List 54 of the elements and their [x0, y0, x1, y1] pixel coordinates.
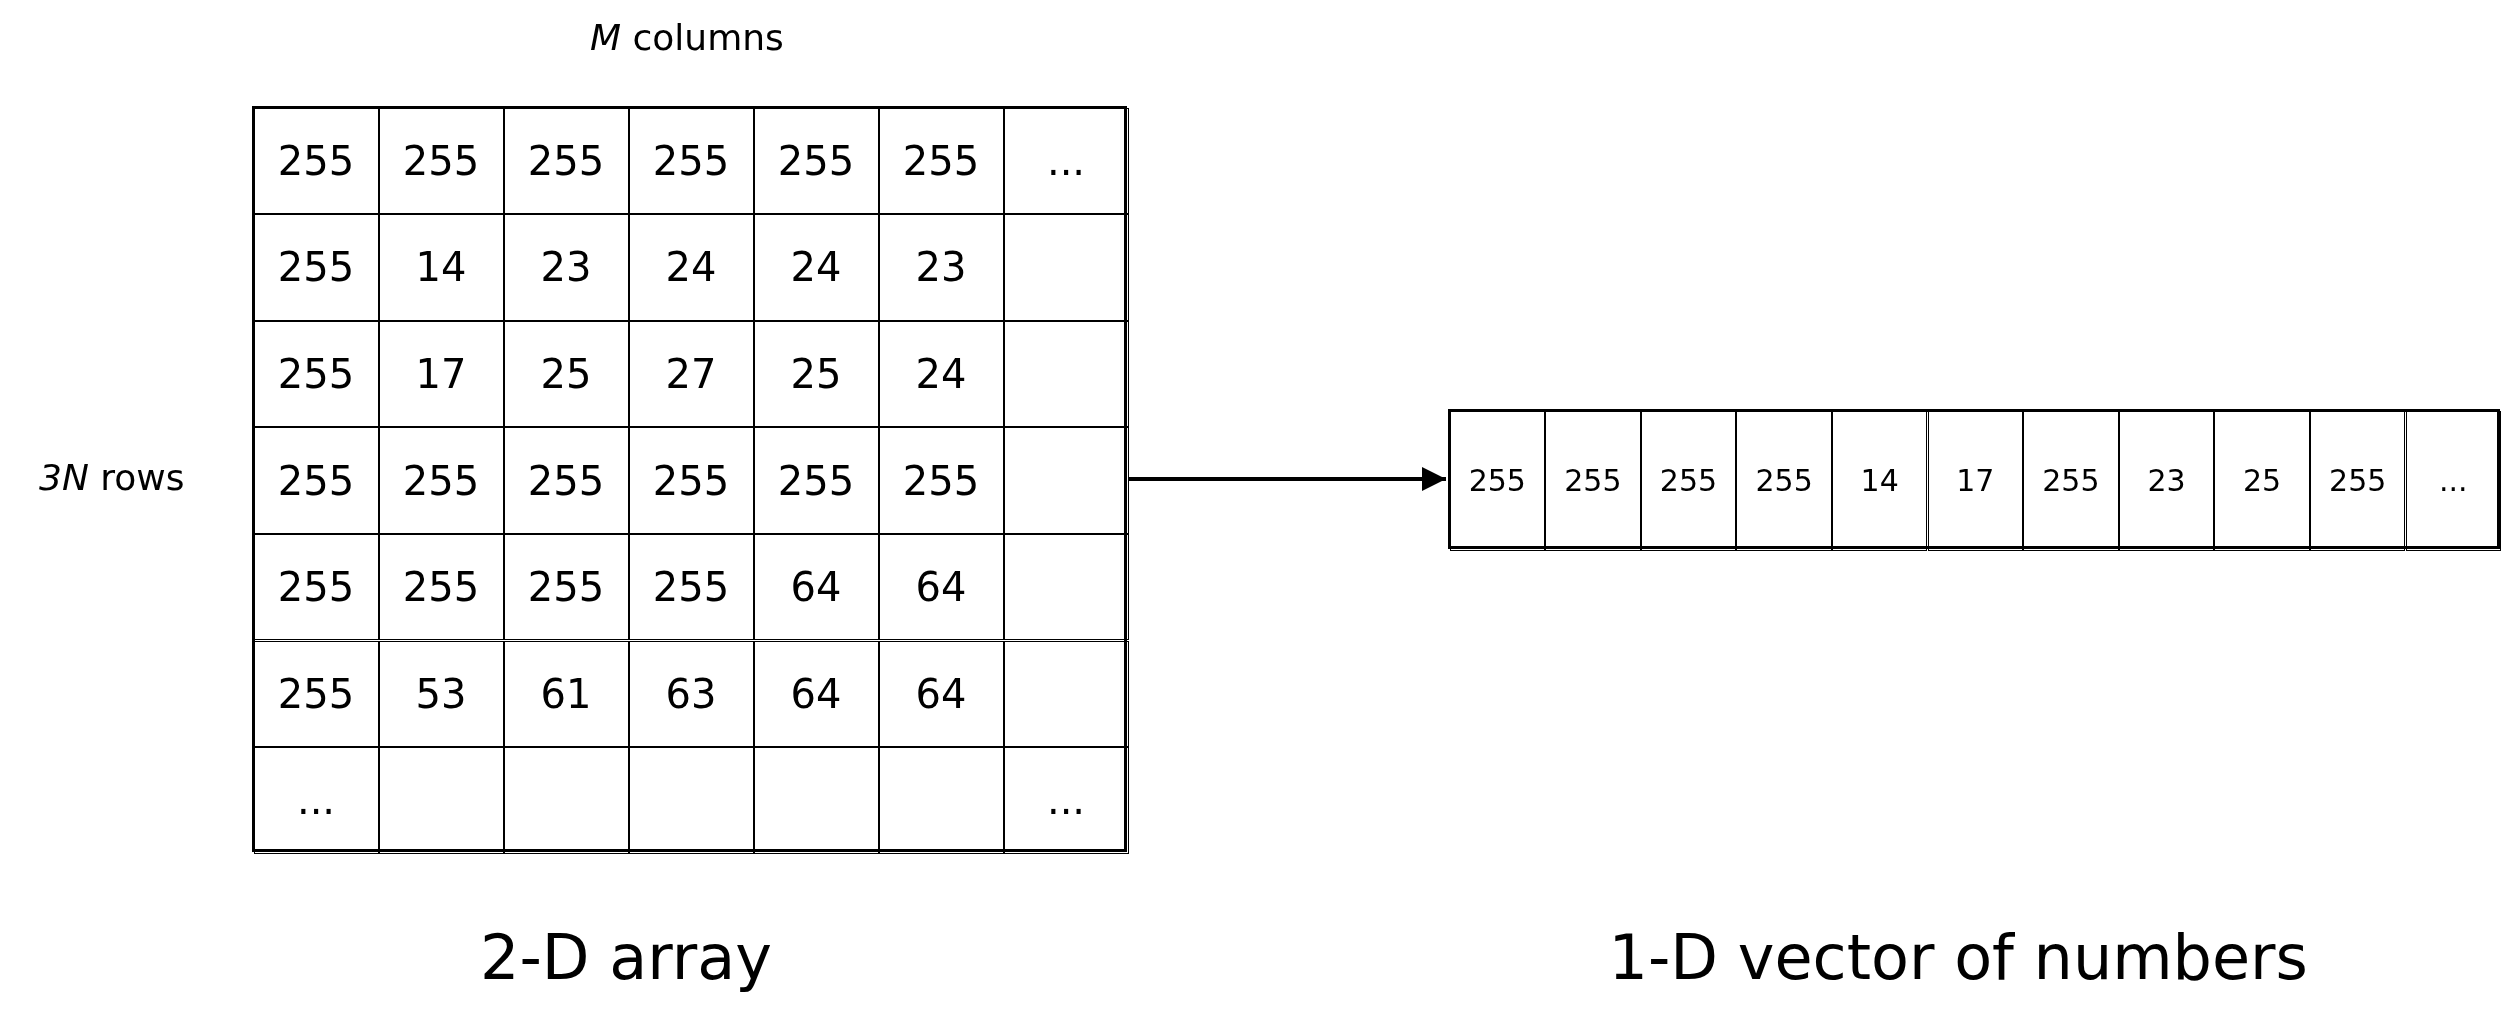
number-value: 23 — [2118, 410, 2215, 551]
number-value: 24 — [628, 214, 754, 321]
number-value: 27 — [628, 320, 754, 428]
vector-caption: 1-D vector of numbers — [1608, 927, 2308, 989]
number-value: 17 — [1927, 410, 2024, 551]
number-value: 255 — [753, 107, 879, 215]
number-value: 255 — [1449, 410, 1546, 551]
number-value: 255 — [253, 107, 379, 215]
number-value: ... — [1003, 107, 1129, 215]
number-value: 255 — [628, 107, 754, 215]
number-value: 24 — [878, 320, 1004, 428]
number-value: 64 — [878, 640, 1004, 748]
number-value: 14 — [378, 214, 504, 321]
number-value: 63 — [628, 640, 754, 748]
number-value: 255 — [753, 427, 879, 534]
number-value: 255 — [253, 427, 379, 534]
number-value: 255 — [253, 320, 379, 428]
number-value: 255 — [628, 427, 754, 534]
number-value: ... — [2405, 410, 2502, 551]
number-value: 64 — [753, 640, 879, 748]
number-value: 255 — [2309, 410, 2406, 551]
number-value: ... — [1003, 747, 1129, 854]
number-value: 255 — [253, 214, 379, 321]
number-value: 255 — [2023, 410, 2119, 551]
arrow — [1129, 467, 1446, 491]
number-value: 61 — [503, 640, 629, 748]
axis-label: 3N rows — [39, 460, 185, 496]
number-value: 255 — [878, 107, 1004, 215]
number-value: 255 — [628, 533, 754, 641]
number-value: 255 — [253, 640, 379, 748]
number-value: 255 — [1736, 410, 1832, 551]
number-value: 255 — [253, 533, 379, 641]
number-value: 64 — [753, 533, 879, 641]
number-value: 17 — [378, 320, 504, 428]
number-value: 255 — [503, 533, 629, 641]
number-value: 255 — [1545, 410, 1641, 551]
number-value: 23 — [503, 214, 629, 321]
number-value: 255 — [878, 427, 1004, 534]
number-value: 255 — [503, 107, 629, 215]
number-value: ... — [253, 747, 379, 854]
number-value: 25 — [2214, 410, 2310, 551]
number-value: 53 — [378, 640, 504, 748]
number-value: 255 — [378, 533, 504, 641]
number-value: 255 — [503, 427, 629, 534]
number-value: 23 — [878, 214, 1004, 321]
number-value: 64 — [878, 533, 1004, 641]
number-value: 25 — [753, 320, 879, 428]
number-value: 14 — [1831, 410, 1928, 551]
number-value: 255 — [378, 427, 504, 534]
number-value: 25 — [503, 320, 629, 428]
number-value: 255 — [1640, 410, 1737, 551]
axis-label: M columns — [590, 20, 784, 56]
number-value: 255 — [378, 107, 504, 215]
number-value: 24 — [753, 214, 879, 321]
